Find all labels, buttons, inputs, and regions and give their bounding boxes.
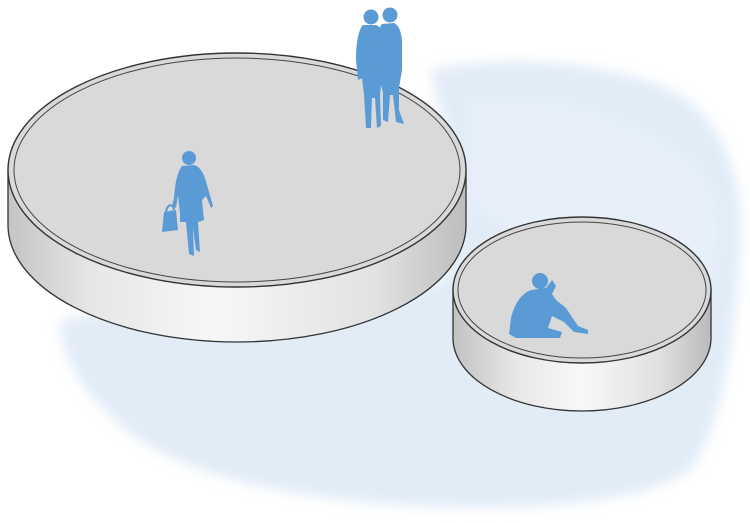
small-platform [453, 217, 711, 411]
small-platform-top [453, 217, 711, 363]
